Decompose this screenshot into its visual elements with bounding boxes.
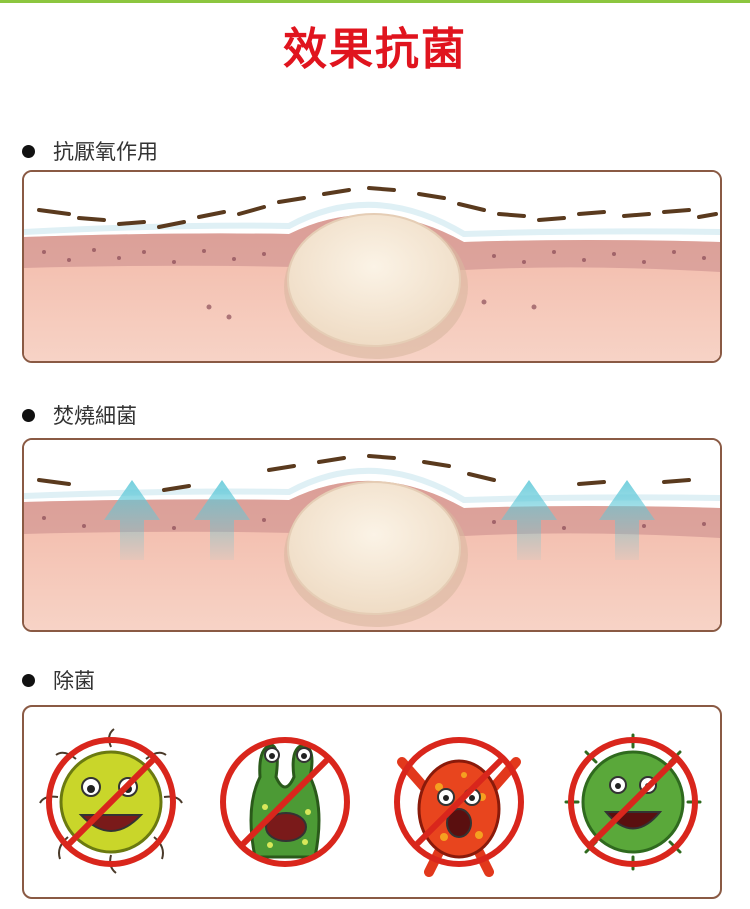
skin-pore-heat-illustration (24, 440, 720, 630)
top-accent-rule (0, 0, 750, 3)
skin-pore-illustration (24, 172, 720, 361)
green-tentacle-germ-icon (220, 737, 350, 867)
green-fuzzy-germ-icon (564, 733, 702, 871)
section-label: 抗厭氧作用 (53, 140, 158, 164)
red-screaming-germ-icon (394, 737, 524, 877)
section-heading-burn-bacteria: 焚燒細菌 (22, 400, 137, 430)
bullet-icon (22, 673, 35, 687)
skin-illustration-panel-2 (22, 438, 722, 632)
bullet-icon (22, 408, 35, 422)
section-heading-sterilize: 除菌 (22, 665, 95, 695)
bullet-icon (22, 144, 35, 158)
section-label: 除菌 (53, 669, 95, 693)
microbes-panel (22, 705, 722, 899)
yellow-spiky-germ-icon (39, 728, 183, 874)
section-label: 焚燒細菌 (53, 404, 137, 428)
heat-arrow-icon (104, 480, 655, 560)
skin-illustration-panel-1 (22, 170, 722, 363)
section-heading-anti-anaerobic: 抗厭氧作用 (22, 136, 158, 166)
page-title: 效果抗菌 (283, 24, 467, 75)
